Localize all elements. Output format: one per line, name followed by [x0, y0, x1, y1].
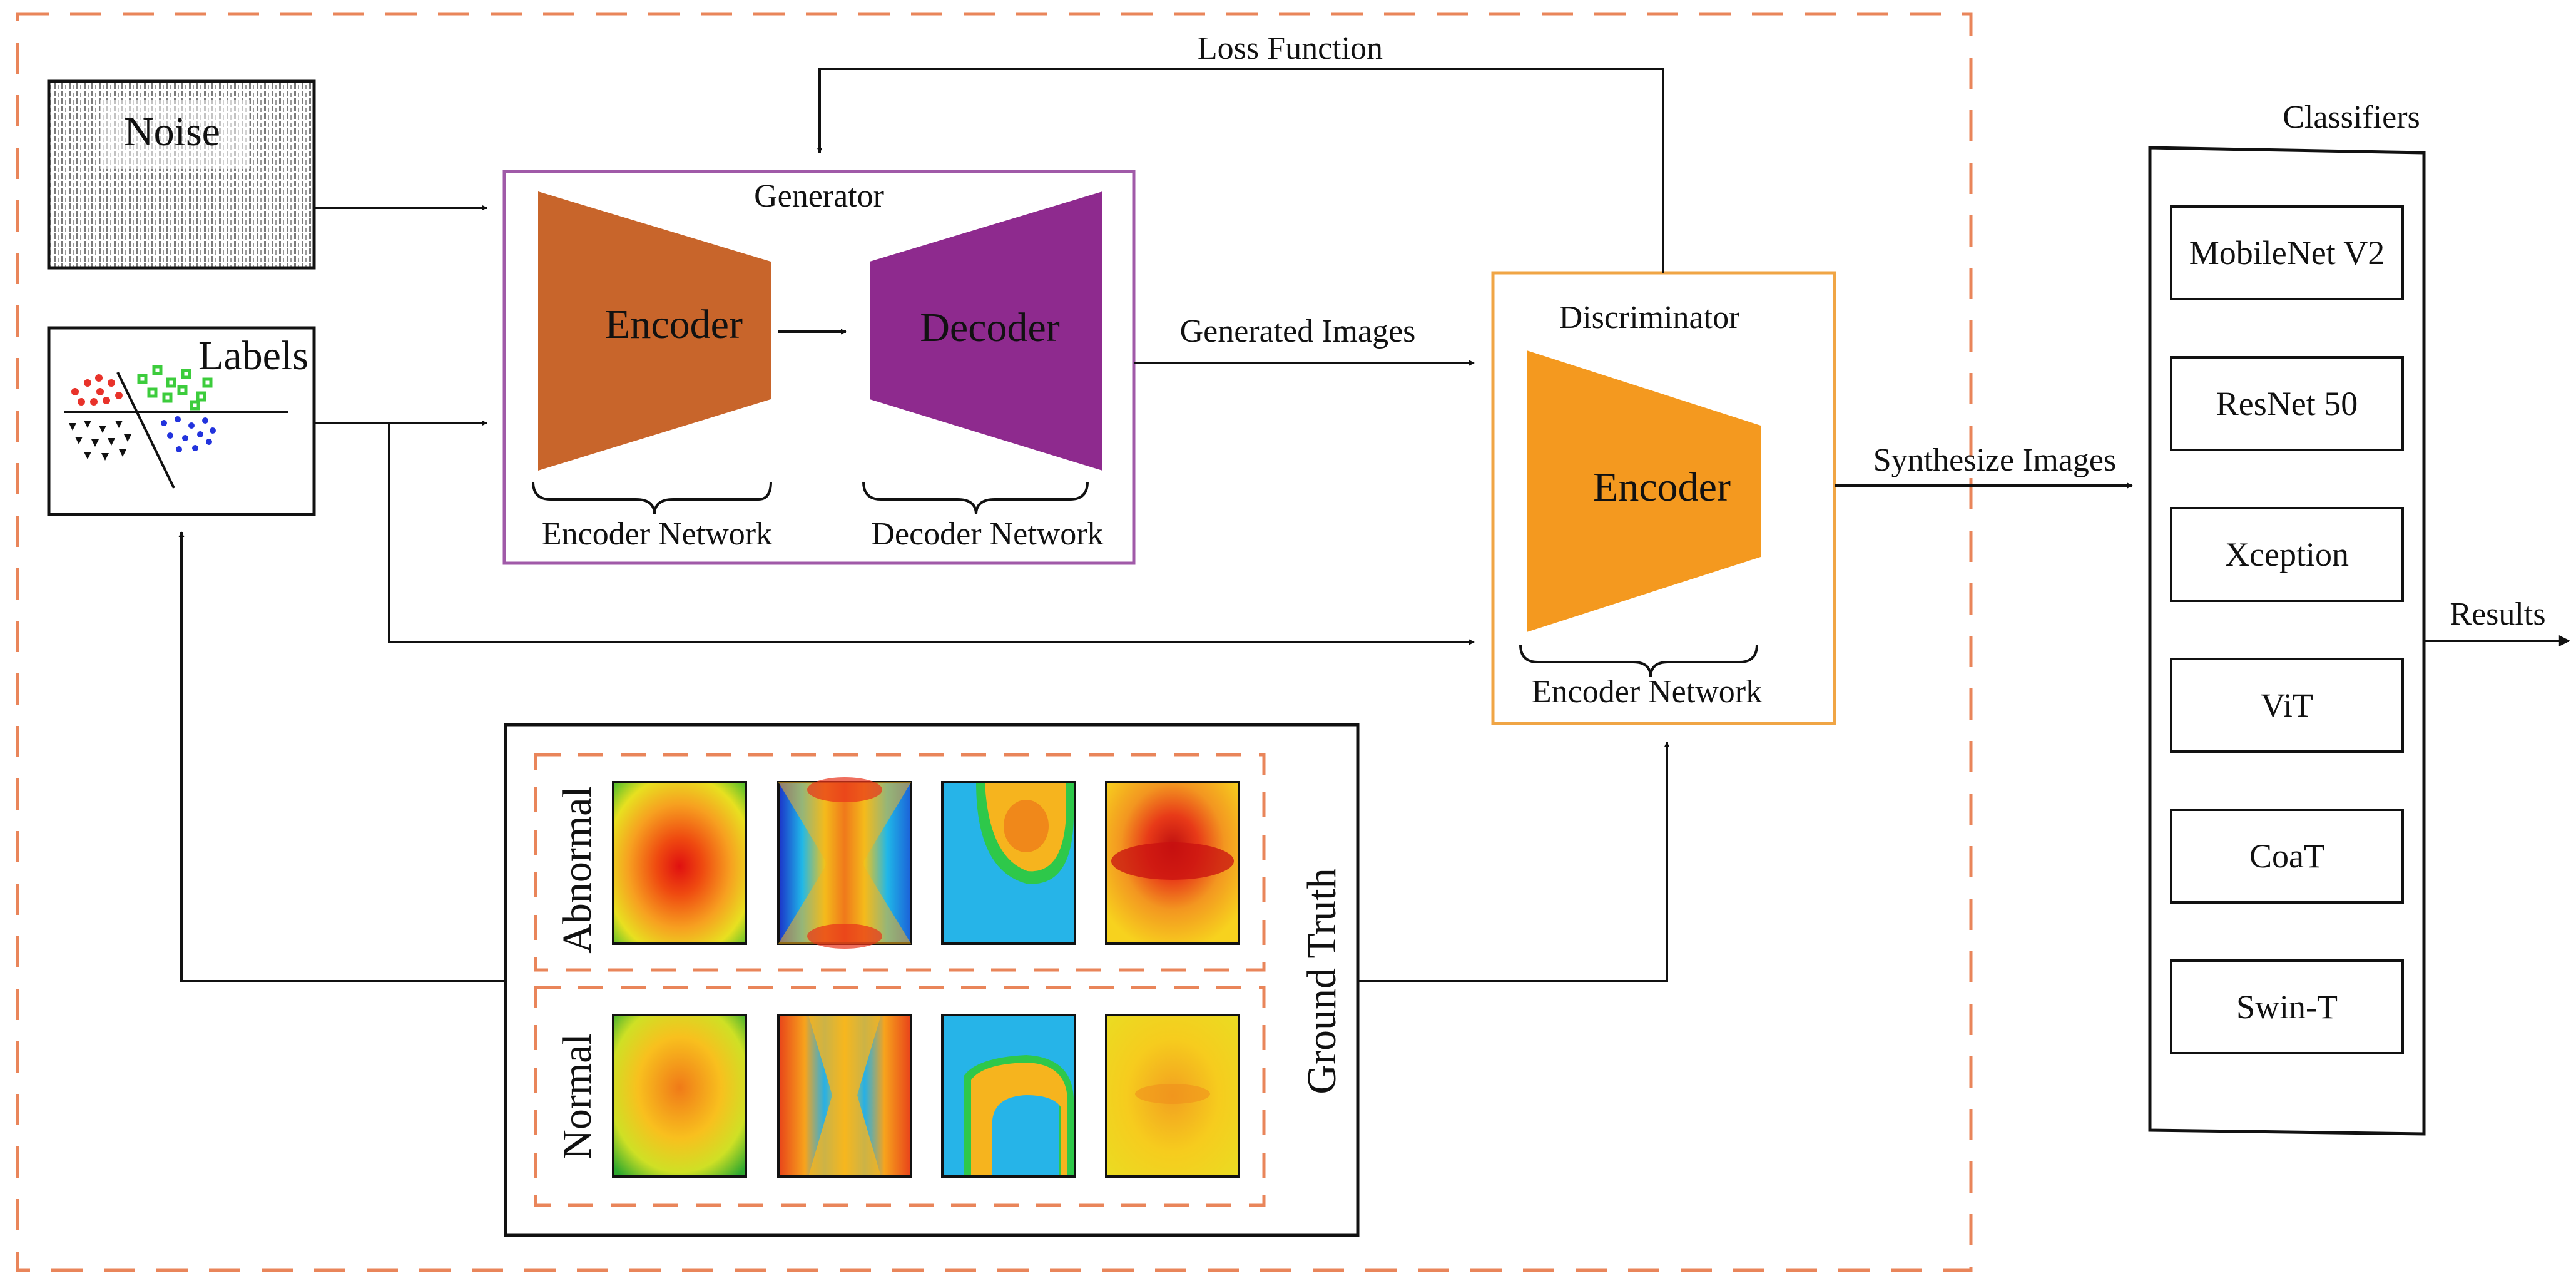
- normal-label: Normal: [554, 1033, 600, 1160]
- abnormal-heatmap-2: [777, 777, 912, 949]
- results-label: Results: [2450, 596, 2545, 632]
- abnormal-heatmap-3: [941, 781, 1076, 945]
- normal-group-frame: [534, 986, 1266, 1207]
- classifiers-label: Classifiers: [2283, 100, 2420, 135]
- ground-truth-to-discriminator-arrow: [1358, 742, 1670, 982]
- generator-label: Generator: [754, 178, 884, 214]
- discriminator-encoder-block: [1527, 350, 1761, 632]
- ground-truth-label: Ground Truth: [1299, 868, 1345, 1094]
- classifier-box: [2170, 658, 2404, 753]
- classifier-label: Swin-T: [2236, 988, 2338, 1026]
- classifier-item: ViT: [2170, 658, 2404, 753]
- label-red-points: [71, 374, 123, 406]
- generator-decoder-block: [870, 191, 1102, 471]
- encoder-network-brace: [532, 481, 772, 515]
- classifier-item: ResNet 50: [2170, 356, 2404, 451]
- discriminator-encoder-label: Encoder: [1593, 464, 1731, 510]
- decoder-network-brace: [862, 481, 1089, 515]
- classifier-box: [2170, 959, 2404, 1054]
- classifier-item: CoaT: [2170, 809, 2404, 904]
- labels-box: Labels: [47, 326, 316, 516]
- classifier-item: MobileNet V2: [2170, 205, 2404, 300]
- classifier-box: [2170, 356, 2404, 451]
- discriminator-box: Discriminator Encoder Encoder Network: [1491, 271, 1836, 725]
- generator-decoder-label: Decoder: [920, 305, 1060, 350]
- loss-function-arrow: [817, 68, 1664, 273]
- normal-heatmap-2: [777, 1014, 912, 1178]
- classifier-item: Xception: [2170, 507, 2404, 602]
- classifiers-panel: Classifiers MobileNet V2 ResNet 50 Xceptio…: [2148, 100, 2426, 1136]
- loss-function-label: Loss Function: [1198, 31, 1383, 66]
- classifier-label: Xception: [2225, 536, 2349, 573]
- abnormal-heatmap-4: [1105, 781, 1240, 945]
- discriminator-label: Discriminator: [1559, 300, 1740, 335]
- label-black-points: [69, 421, 131, 461]
- normal-heatmap-3: [941, 1014, 1076, 1178]
- connectors: [178, 68, 2570, 982]
- synthesize-images-label: Synthesize Images: [1873, 442, 2116, 478]
- generator-encoder-block: [538, 191, 771, 471]
- label-green-points: [137, 365, 213, 411]
- outer-dashed-frame: [16, 12, 1973, 1272]
- classifier-box: [2170, 809, 2404, 904]
- normal-heatmap-1: [612, 1014, 747, 1178]
- abnormal-label: Abnormal: [554, 786, 600, 954]
- generator-encoder-label: Encoder: [605, 302, 743, 347]
- generator-box: Generator Encoder Decoder Encoder Networ…: [502, 170, 1136, 565]
- discriminator-encoder-network-brace: [1519, 644, 1758, 678]
- encoder-network-label: Encoder Network: [542, 516, 772, 552]
- classifier-label: ViT: [2261, 686, 2313, 724]
- classifier-box: [2170, 205, 2404, 300]
- abnormal-heatmap-1: [612, 781, 747, 945]
- ground-truth-to-labels-arrow: [178, 531, 506, 982]
- noise-label: Noise: [124, 109, 220, 155]
- classifier-item: Swin-T: [2170, 959, 2404, 1054]
- classifier-box: [2170, 507, 2404, 602]
- abnormal-group-frame: [534, 753, 1266, 972]
- discriminator-encoder-network-label: Encoder Network: [1532, 674, 1762, 710]
- labels-label: Labels: [198, 333, 308, 379]
- classifier-label: CoaT: [2249, 837, 2324, 875]
- labels-to-discriminator-arrow: [388, 423, 1475, 645]
- normal-heatmap-4: [1105, 1014, 1240, 1178]
- classifier-label: MobileNet V2: [2189, 234, 2385, 272]
- decoder-network-label: Decoder Network: [871, 516, 1103, 552]
- classifier-label: ResNet 50: [2216, 385, 2358, 422]
- noise-box: Noise: [47, 79, 316, 270]
- label-blue-points: [161, 416, 216, 452]
- ground-truth-panel: Abnormal Normal Ground Truth: [504, 723, 1360, 1237]
- generated-images-label: Generated Images: [1180, 314, 1416, 349]
